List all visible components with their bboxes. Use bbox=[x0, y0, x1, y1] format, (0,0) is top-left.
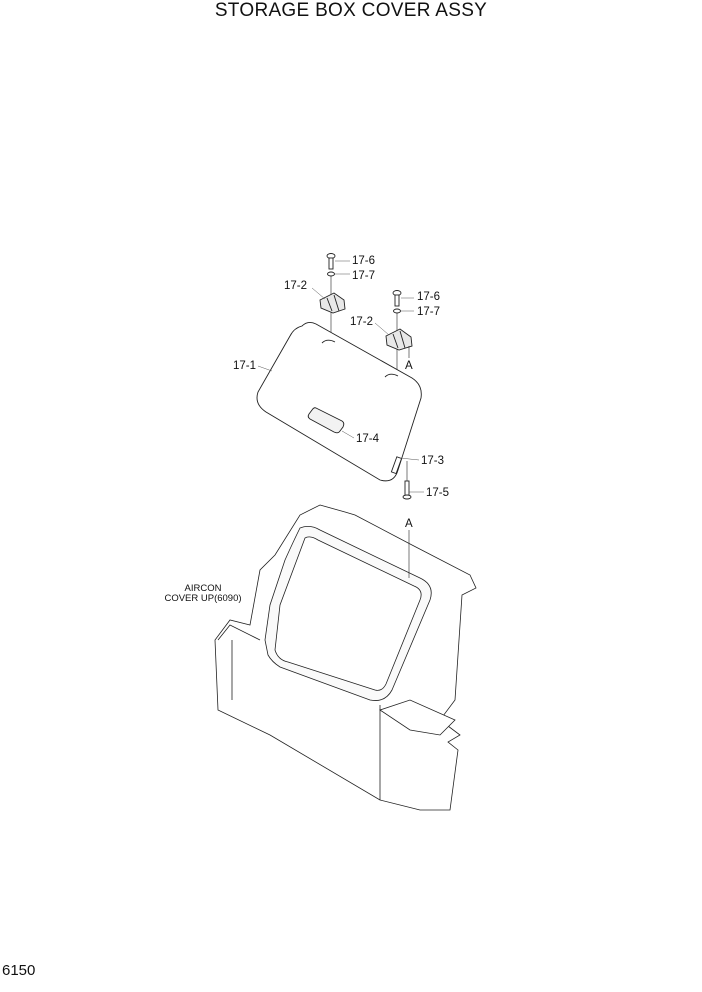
page-title: STORAGE BOX COVER ASSY bbox=[214, 0, 488, 21]
callout-17-6-left: 17-6 bbox=[352, 255, 376, 267]
reference-note-line2: COVER UP(6090) bbox=[164, 593, 242, 604]
callout-a-upper: A bbox=[405, 360, 413, 372]
storage-cover-panel bbox=[256, 321, 422, 482]
callout-17-7-right: 17-7 bbox=[417, 306, 441, 318]
callout-17-4: 17-4 bbox=[356, 433, 380, 445]
bolt-icon bbox=[326, 253, 336, 270]
callout-a-lower: A bbox=[405, 518, 413, 530]
page-number: 6150 bbox=[2, 962, 36, 979]
callout-17-3: 17-3 bbox=[421, 455, 445, 467]
reference-note: AIRCON COVER UP(6090) bbox=[160, 584, 246, 604]
reference-note-line1: AIRCON bbox=[184, 583, 222, 594]
callout-17-1: 17-1 bbox=[233, 360, 257, 372]
screw-icon bbox=[402, 480, 412, 500]
hinge-icon bbox=[385, 328, 413, 351]
callout-17-6-right: 17-6 bbox=[417, 291, 441, 303]
latch-icon bbox=[390, 456, 403, 475]
handle-recess bbox=[307, 407, 345, 434]
storage-box-body bbox=[214, 504, 477, 811]
callout-17-2-left: 17-2 bbox=[284, 280, 308, 292]
callout-17-5: 17-5 bbox=[426, 487, 450, 499]
bolt-icon bbox=[392, 290, 402, 307]
washer-icon bbox=[327, 271, 335, 277]
hinge-icon bbox=[319, 292, 346, 314]
callout-17-2-right: 17-2 bbox=[350, 316, 374, 328]
callout-17-7-left: 17-7 bbox=[352, 270, 376, 282]
washer-icon bbox=[393, 308, 401, 314]
